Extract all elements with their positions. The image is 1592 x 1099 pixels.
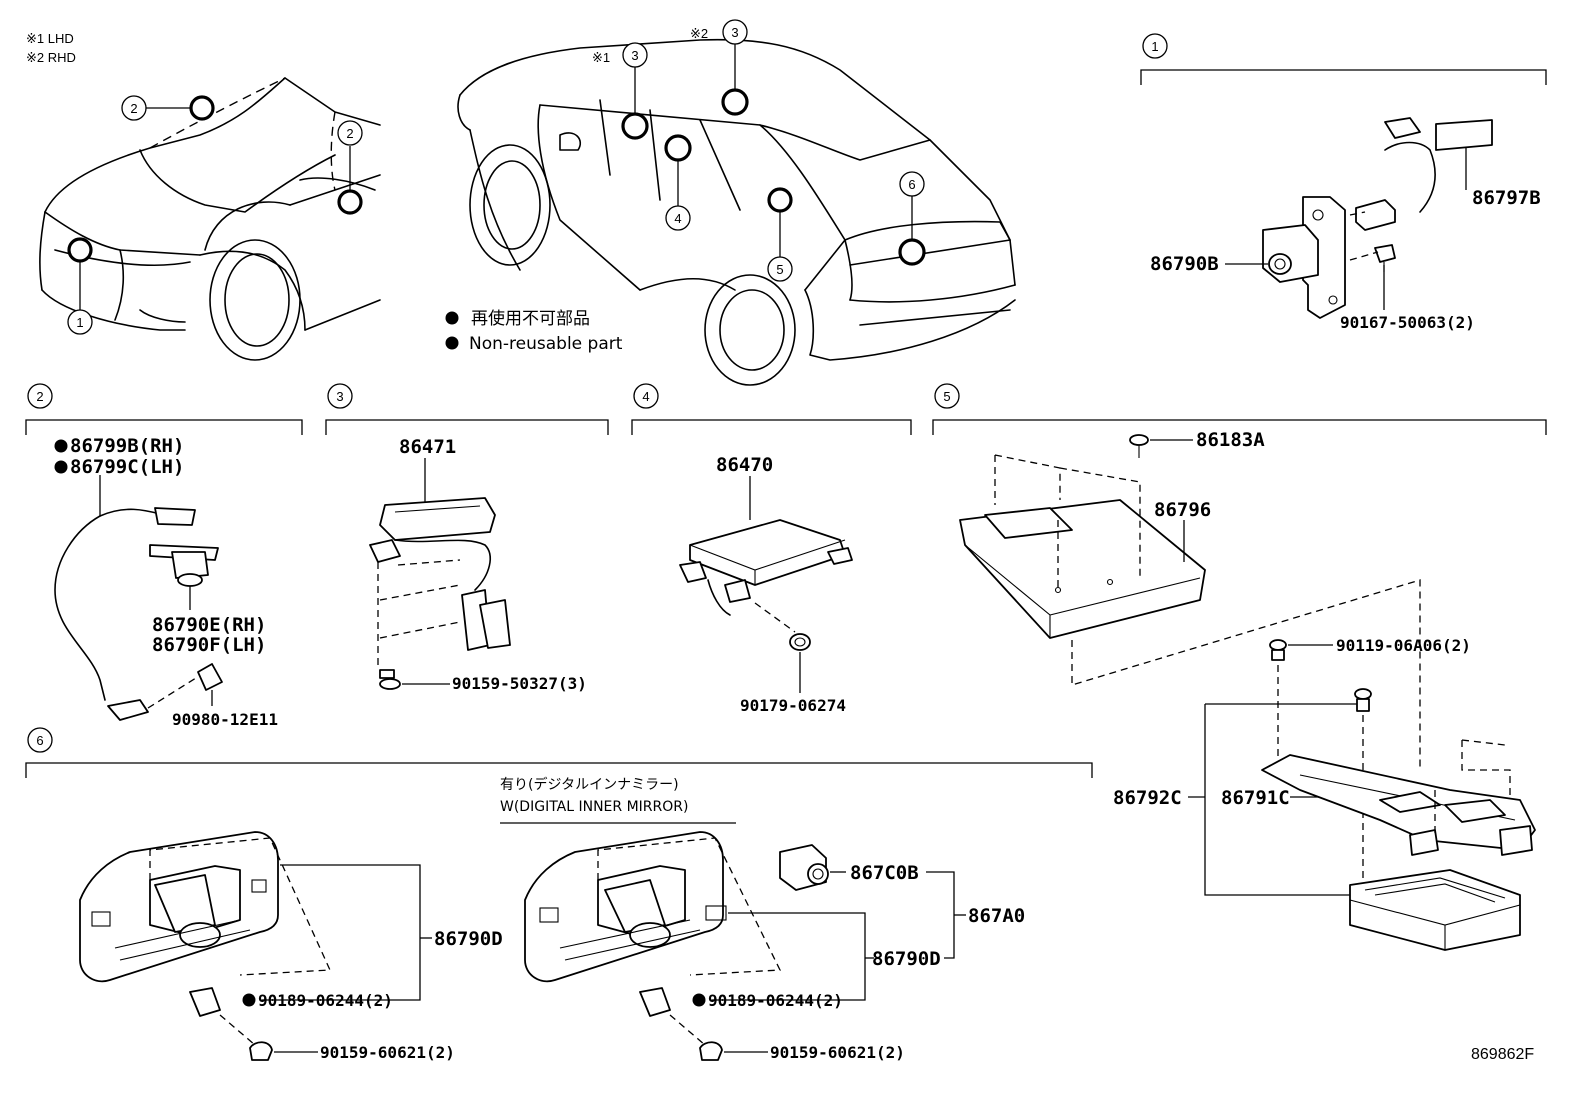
part-label-86470: 86470: [716, 454, 773, 476]
caption-jp: 有り(デジタルインナミラー): [500, 776, 679, 793]
svg-text:3: 3: [631, 48, 638, 63]
caption-en: W(DIGITAL INNER MIRROR): [500, 799, 688, 815]
svg-text:1: 1: [76, 315, 83, 330]
part-label-86471: 86471: [399, 436, 456, 458]
section-2-header: 2: [25, 383, 303, 435]
non-reusable-dot-icon: [54, 460, 68, 474]
svg-text:1: 1: [1151, 39, 1158, 54]
part-label-86790D-left: 86790D: [434, 928, 503, 950]
callout-1: 1: [67, 309, 93, 335]
marker-ring: [67, 237, 93, 263]
part-label-86790E: 86790E(RH): [152, 614, 266, 636]
callout-3: 3: [722, 19, 748, 45]
bolt-90159-50327-drawing: [379, 669, 401, 690]
svg-text:6: 6: [908, 177, 915, 192]
bolt-90119-06A06-drawing: [1269, 639, 1287, 661]
svg-text:3: 3: [731, 25, 738, 40]
non-reusable-dot-icon: [445, 336, 459, 350]
note-mark-1: ※1: [592, 50, 610, 65]
svg-text:4: 4: [642, 389, 649, 404]
marker-ring: [337, 189, 363, 215]
note-lhd: ※1 LHD: [26, 31, 74, 46]
section-5-header: 5: [932, 383, 1547, 435]
part-label-90189-06244-left: 90189-06244(2): [258, 991, 393, 1010]
part-label-90119-06A06: 90119-06A06(2): [1336, 636, 1471, 655]
callout-4: 4: [665, 205, 691, 231]
part-label-90167-50063: 90167-50063(2): [1340, 313, 1475, 332]
part-label-86799C: 86799C(LH): [70, 456, 184, 478]
marker-ring: [664, 134, 692, 162]
part-label-86790F: 86790F(LH): [152, 634, 266, 656]
cover-86796-drawing: [959, 499, 1206, 639]
part-label-90179-06274: 90179-06274: [740, 696, 846, 715]
part-label-86797B: 86797B: [1472, 187, 1541, 209]
car-front-view: [39, 77, 381, 361]
ecu-86791C-drawing: [1349, 869, 1521, 951]
callout-2: 2: [337, 120, 363, 146]
part-label-86799B: 86799B(RH): [70, 435, 184, 457]
non-reusable-dot-icon: [445, 311, 459, 325]
part-label-90159-50327: 90159-50327(3): [452, 674, 587, 693]
clip-86183A-drawing: [1129, 434, 1149, 458]
part-label-90159-60621-right: 90159-60621(2): [770, 1043, 905, 1062]
marker-ring: [621, 112, 649, 140]
svg-text:3: 3: [336, 389, 343, 404]
callout-3: 3: [622, 42, 648, 68]
part-label-86791C: 86791C: [1221, 787, 1290, 809]
part-label-86790D-right: 86790D: [872, 948, 941, 970]
section-1-header: 1: [1140, 33, 1547, 85]
callout-2: 2: [121, 95, 147, 121]
legend-jp: 再使用不可部品: [471, 308, 590, 329]
part-label-90189-06244-right: 90189-06244(2): [708, 991, 843, 1010]
marker-ring: [767, 187, 793, 213]
section-3-header: 3: [325, 383, 609, 435]
svg-text:2: 2: [36, 389, 43, 404]
part-label-90980-12E11: 90980-12E11: [172, 710, 278, 729]
section-4-header: 4: [631, 383, 912, 435]
svg-text:2: 2: [346, 126, 353, 141]
part-label-86183A: 86183A: [1196, 429, 1265, 451]
part-label-90159-60621-left: 90159-60621(2): [320, 1043, 455, 1062]
part-label-867A0: 867A0: [968, 905, 1025, 927]
camera-867C0B-drawing: [779, 844, 829, 891]
bolt-86792C-drawing: [1354, 688, 1372, 712]
non-reusable-dot-icon: [242, 993, 256, 1007]
part-label-86796: 86796: [1154, 499, 1211, 521]
section-6-header: 6: [25, 727, 1093, 778]
part-label-86790B: 86790B: [1150, 253, 1219, 275]
callout-5: 5: [767, 256, 793, 282]
inner-mirror-camera-86471-drawing: [369, 497, 511, 651]
sensor-module-86470-drawing: [679, 519, 853, 651]
svg-text:6: 6: [36, 733, 43, 748]
rear-garnish-right-drawing: [524, 831, 727, 1061]
non-reusable-dot-icon: [54, 439, 68, 453]
callout-6: 6: [899, 171, 925, 197]
car-rear-view: [457, 38, 1016, 386]
part-label-86792C: 86792C: [1113, 787, 1182, 809]
note-rhd: ※2 RHD: [26, 50, 76, 65]
legend-en: Non-reusable part: [469, 334, 623, 354]
bracket-86791C-drawing: [1261, 754, 1536, 856]
side-camera-86790E-drawing: [54, 507, 223, 721]
rear-camera-86790B-drawing: [1262, 117, 1493, 319]
diagram-code: 869862F: [1471, 1046, 1534, 1063]
svg-text:5: 5: [943, 389, 950, 404]
non-reusable-dot-icon: [692, 993, 706, 1007]
marker-ring: [898, 238, 926, 266]
part-label-867C0B: 867C0B: [850, 862, 919, 884]
rear-garnish-left-drawing: [79, 831, 279, 1061]
svg-text:4: 4: [674, 211, 681, 226]
marker-ring: [721, 88, 749, 116]
svg-text:2: 2: [130, 101, 137, 116]
marker-ring: [189, 95, 215, 121]
svg-text:5: 5: [776, 262, 783, 277]
note-mark-2: ※2: [690, 26, 708, 41]
